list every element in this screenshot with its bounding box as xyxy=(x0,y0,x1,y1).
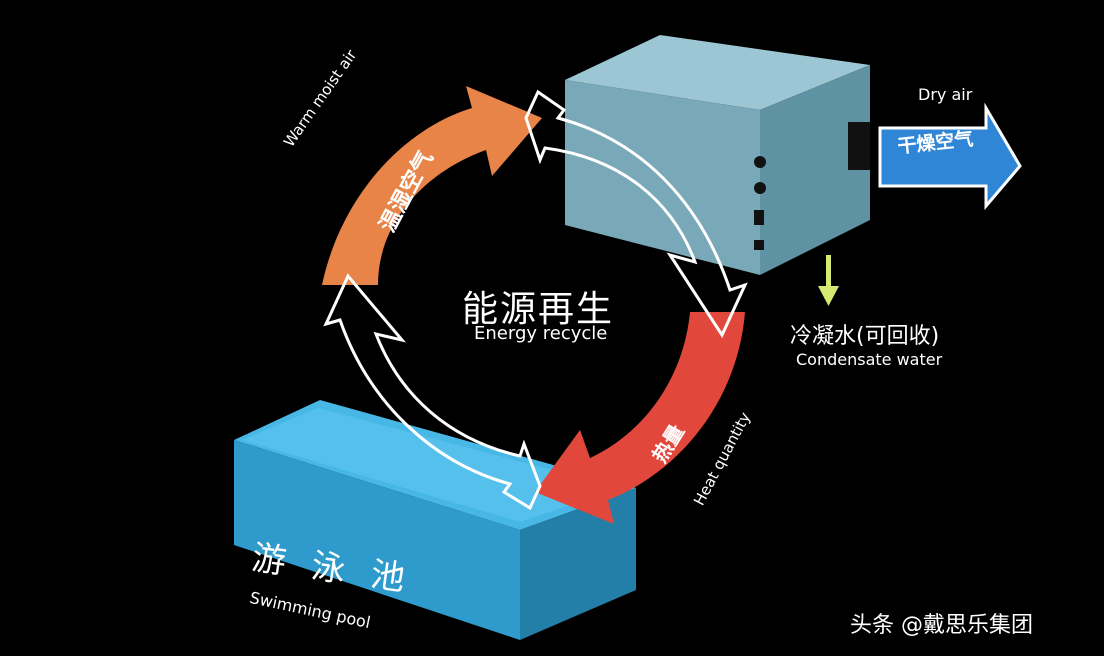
warm-air-arrow xyxy=(322,86,542,285)
dehumidifier-unit xyxy=(565,35,870,275)
condensate-arrow xyxy=(818,255,839,306)
dry-air-arrow xyxy=(878,102,1022,211)
recycle-arrow-left xyxy=(323,273,542,511)
dry-air-label-en: Dry air xyxy=(918,85,973,104)
heat-arrow xyxy=(535,312,745,524)
unit-knob-1 xyxy=(754,156,766,168)
unit-vent xyxy=(848,122,870,170)
center-title-zh: 能源再生 xyxy=(462,289,615,330)
recycle-arrow-right xyxy=(524,89,748,339)
watermark: 头条 @戴思乐集团 xyxy=(850,613,1033,638)
unit-port xyxy=(754,240,764,250)
unit-knob-2 xyxy=(754,182,766,194)
center-title-en: Energy recycle xyxy=(474,323,608,344)
unit-switch xyxy=(754,210,764,225)
condensate-label-zh: 冷凝水(可回收) xyxy=(790,324,940,349)
condensate-label-en: Condensate water xyxy=(796,350,943,369)
